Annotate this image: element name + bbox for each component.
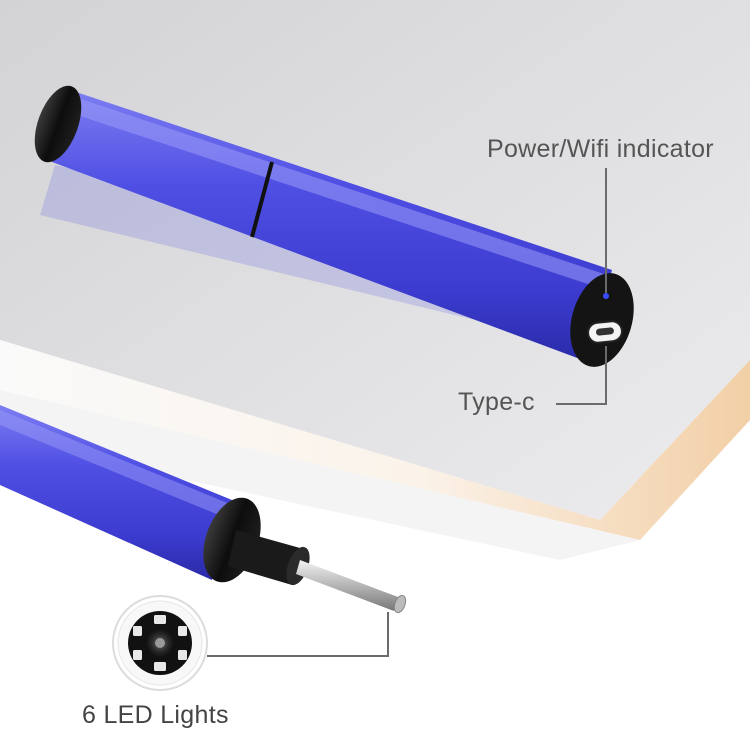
upper-device-body [52, 90, 612, 362]
platform-shadow [0, 390, 640, 560]
led-ring-icon [112, 595, 208, 691]
led-lights-label: 6 LED Lights [82, 701, 229, 729]
upper-device-right-cap [570, 273, 634, 367]
leader-lines [207, 168, 607, 657]
upper-device-seam [250, 161, 274, 238]
leader-led [207, 612, 389, 657]
lower-device-highlight [0, 410, 230, 518]
upper-device [34, 85, 634, 367]
lower-device-neck [228, 530, 300, 585]
power-indicator-led [603, 293, 609, 299]
upper-device-highlight [68, 96, 610, 290]
probe-tip [393, 594, 407, 614]
power-indicator-label: Power/Wifi indicator [487, 135, 714, 163]
leader-type-c [556, 346, 607, 405]
type-c-label: Type-c [458, 388, 535, 416]
upper-device-left-cap [34, 85, 82, 163]
probe-rod [296, 560, 398, 611]
lower-device [0, 405, 407, 614]
